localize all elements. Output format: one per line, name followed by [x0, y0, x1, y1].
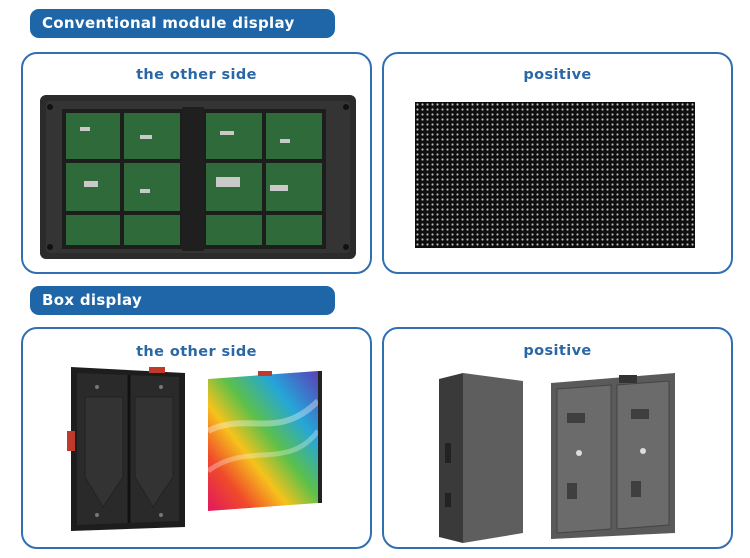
cabinet-angled-front-image: [439, 373, 523, 543]
led-module-front-image: [415, 102, 695, 248]
card-label: positive: [523, 343, 592, 359]
box-back-card: the other side: [21, 327, 372, 549]
box-display-banner: Box display: [30, 286, 335, 315]
box-front-card: positive: [382, 327, 733, 549]
card-label: the other side: [136, 67, 257, 83]
cabinet-rear-image: [551, 373, 675, 539]
cabinet-front-colorful-image: [208, 371, 322, 511]
conventional-back-card: the other side: [21, 52, 372, 274]
cabinet-back-image: [67, 367, 185, 531]
card-label: positive: [523, 67, 592, 83]
conventional-front-card: positive: [382, 52, 733, 274]
led-module-back-image: [40, 95, 356, 259]
conventional-module-banner: Conventional module display: [30, 9, 335, 38]
card-label: the other side: [136, 344, 257, 360]
